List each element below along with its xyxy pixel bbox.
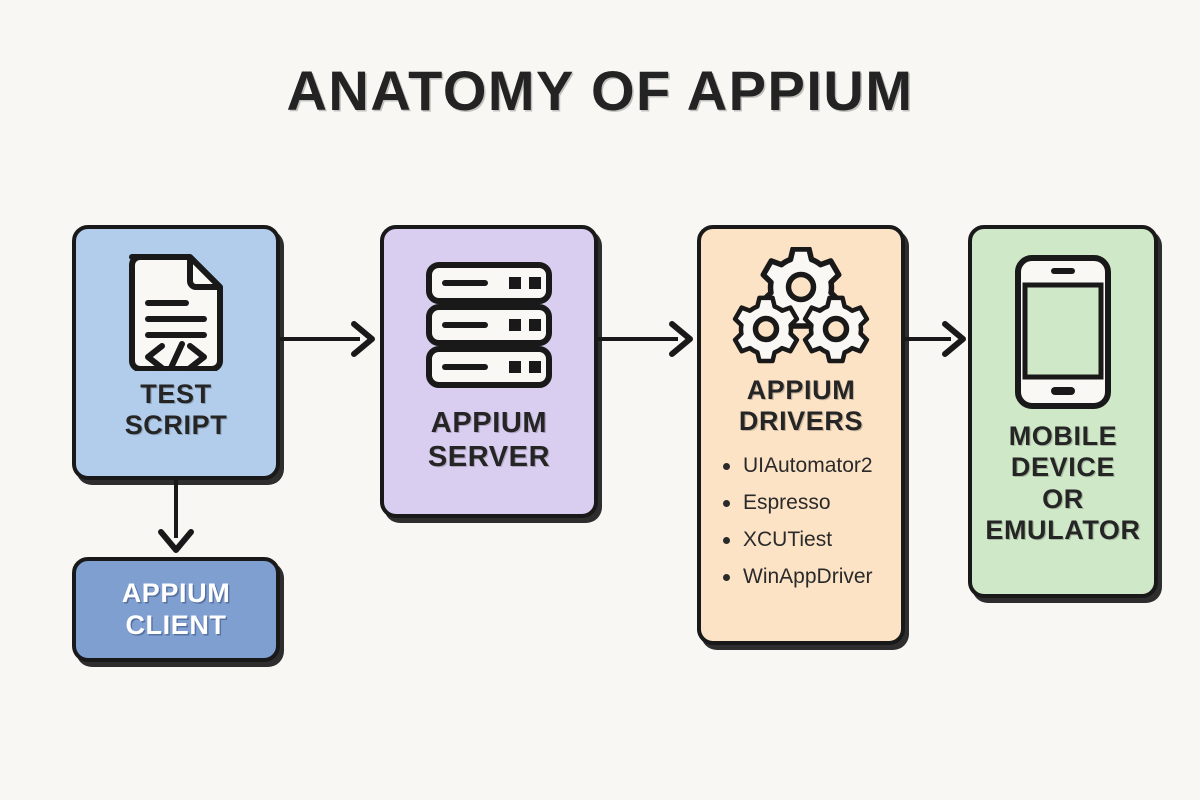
node-appium-drivers-label: APPIUM DRIVERS [739, 375, 863, 438]
node-appium-client-label-line1: APPIUM [121, 578, 231, 609]
arrow-appium-drivers-to-mobile-device [905, 321, 966, 357]
smartphone-icon [1013, 253, 1113, 411]
driver-list: UIAutomator2 Espresso XCUTiest WinAppDri… [701, 454, 873, 602]
node-test-script-label-line1: TEST [140, 379, 212, 409]
arrow-appium-server-to-appium-drivers [598, 321, 693, 357]
document-code-icon [124, 247, 228, 371]
node-mobile-device-label-line4: EMULATOR [985, 514, 1141, 545]
node-mobile-device-label: MOBILE DEVICE OR EMULATOR [985, 421, 1140, 546]
list-item: Espresso [723, 491, 873, 515]
node-appium-client[interactable]: APPIUM CLIENT [72, 557, 280, 662]
list-item: XCUTiest [723, 528, 873, 552]
list-item: UIAutomator2 [723, 454, 873, 478]
node-appium-server-label-line1: APPIUM [430, 407, 548, 439]
node-test-script-label-line2: SCRIPT [124, 410, 228, 441]
node-appium-server-label-line2: SERVER [427, 440, 551, 473]
node-appium-server-label: APPIUM SERVER [428, 407, 550, 474]
node-appium-drivers[interactable]: APPIUM DRIVERS UIAutomator2 Espresso XCU… [697, 225, 905, 645]
arrow-test-script-to-appium-client [158, 480, 194, 553]
list-item: WinAppDriver [723, 565, 873, 589]
node-mobile-device-label-line1: MOBILE [1008, 421, 1118, 451]
node-appium-client-label-line2: CLIENT [125, 609, 227, 640]
gears-icon [728, 247, 874, 373]
node-mobile-device[interactable]: MOBILE DEVICE OR EMULATOR [968, 225, 1158, 598]
node-mobile-device-label-line2: DEVICE [1010, 452, 1116, 483]
node-appium-drivers-label-line1: APPIUM [746, 375, 856, 405]
server-rack-icon [423, 259, 555, 391]
page-title: ANATOMY OF APPIUM [286, 59, 914, 122]
node-test-script-label: TEST SCRIPT [125, 379, 228, 442]
arrow-test-script-to-appium-server [280, 321, 375, 357]
node-appium-client-label: APPIUM CLIENT [122, 578, 231, 641]
node-mobile-device-label-line3: OR [1042, 483, 1084, 514]
node-test-script[interactable]: TEST SCRIPT [72, 225, 280, 480]
node-appium-drivers-label-line2: DRIVERS [738, 406, 864, 437]
node-appium-server[interactable]: APPIUM SERVER [380, 225, 598, 518]
